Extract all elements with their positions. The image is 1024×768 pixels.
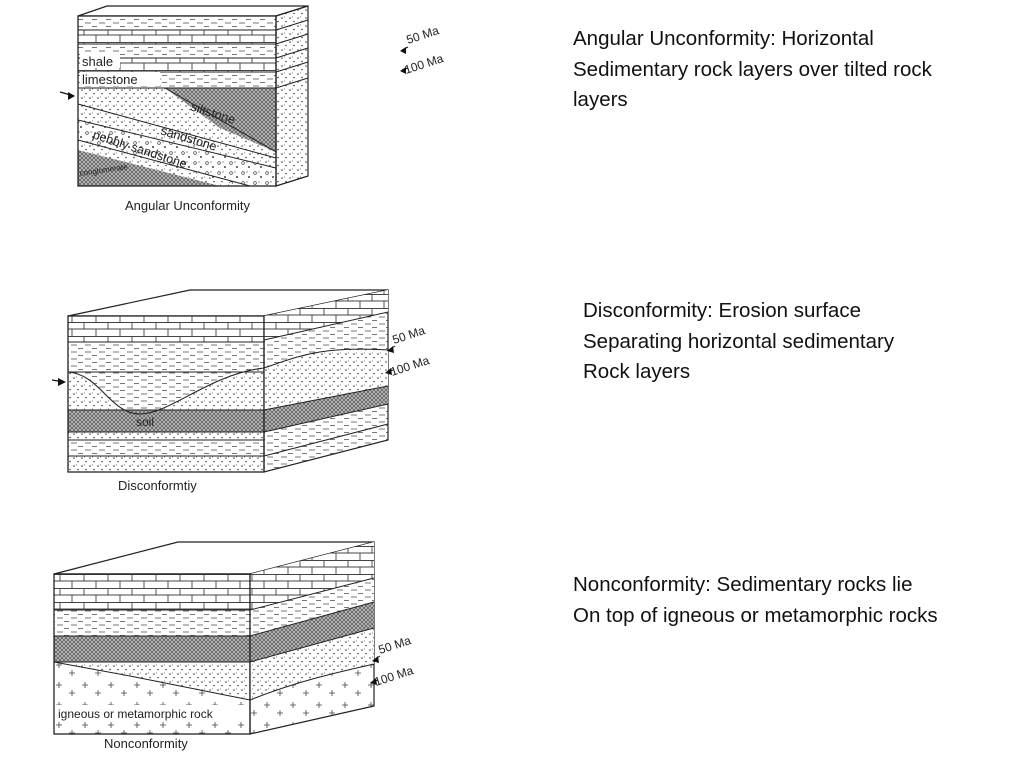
description-line: On top of igneous or metamorphic rocks <box>573 603 938 627</box>
label-50-ma-3: 50 Ma <box>377 633 413 657</box>
caption-nonconformity: Nonconformity <box>104 736 188 751</box>
label-igneous-metamorphic: igneous or metamorphic rock <box>58 707 214 721</box>
description-line: Rock layers <box>583 360 691 383</box>
label-soil: soil <box>136 415 154 429</box>
nonconformity-description: Nonconformity: Sedimentary rocks lie On … <box>573 570 938 631</box>
description-line: Sedimentary rock layers over tilted rock <box>573 57 932 81</box>
caption-disconformity: Disconformtiy <box>118 478 197 493</box>
label-100-ma-1: 100 Ma <box>403 51 446 77</box>
caption-angular-unconformity: Angular Unconformity <box>125 198 250 213</box>
nonconformity-block: igneous or metamorphic rock 50 Ma 100 Ma… <box>53 541 416 751</box>
description-line: layers <box>573 88 628 111</box>
label-shale: shale <box>82 54 113 69</box>
label-50-ma-1: 50 Ma <box>405 23 441 47</box>
description-line: Nonconformity: Sedimentary rocks lie <box>573 573 913 596</box>
description-line: Angular Unconformity: Horizontal <box>573 27 874 50</box>
angular-unconformity-description: Angular Unconformity: Horizontal Sedimen… <box>573 24 932 116</box>
label-100-ma-3: 100 Ma <box>373 663 416 689</box>
label-100-ma-2: 100 Ma <box>389 353 432 379</box>
label-limestone: limestone <box>82 72 138 87</box>
disconformity-block: soil 50 Ma 100 Ma Disconformtiy <box>51 289 432 493</box>
angular-unconformity-block: shale limestone siltstone sandstone pebb… <box>59 5 446 213</box>
disconformity-description: Disconformity: Erosion surface Separatin… <box>583 296 894 388</box>
block-1-top-face <box>77 5 309 17</box>
description-line: Separating horizontal sedimentary <box>583 329 895 353</box>
label-50-ma-2: 50 Ma <box>391 323 427 347</box>
description-line: Disconformity: Erosion surface <box>583 299 861 322</box>
